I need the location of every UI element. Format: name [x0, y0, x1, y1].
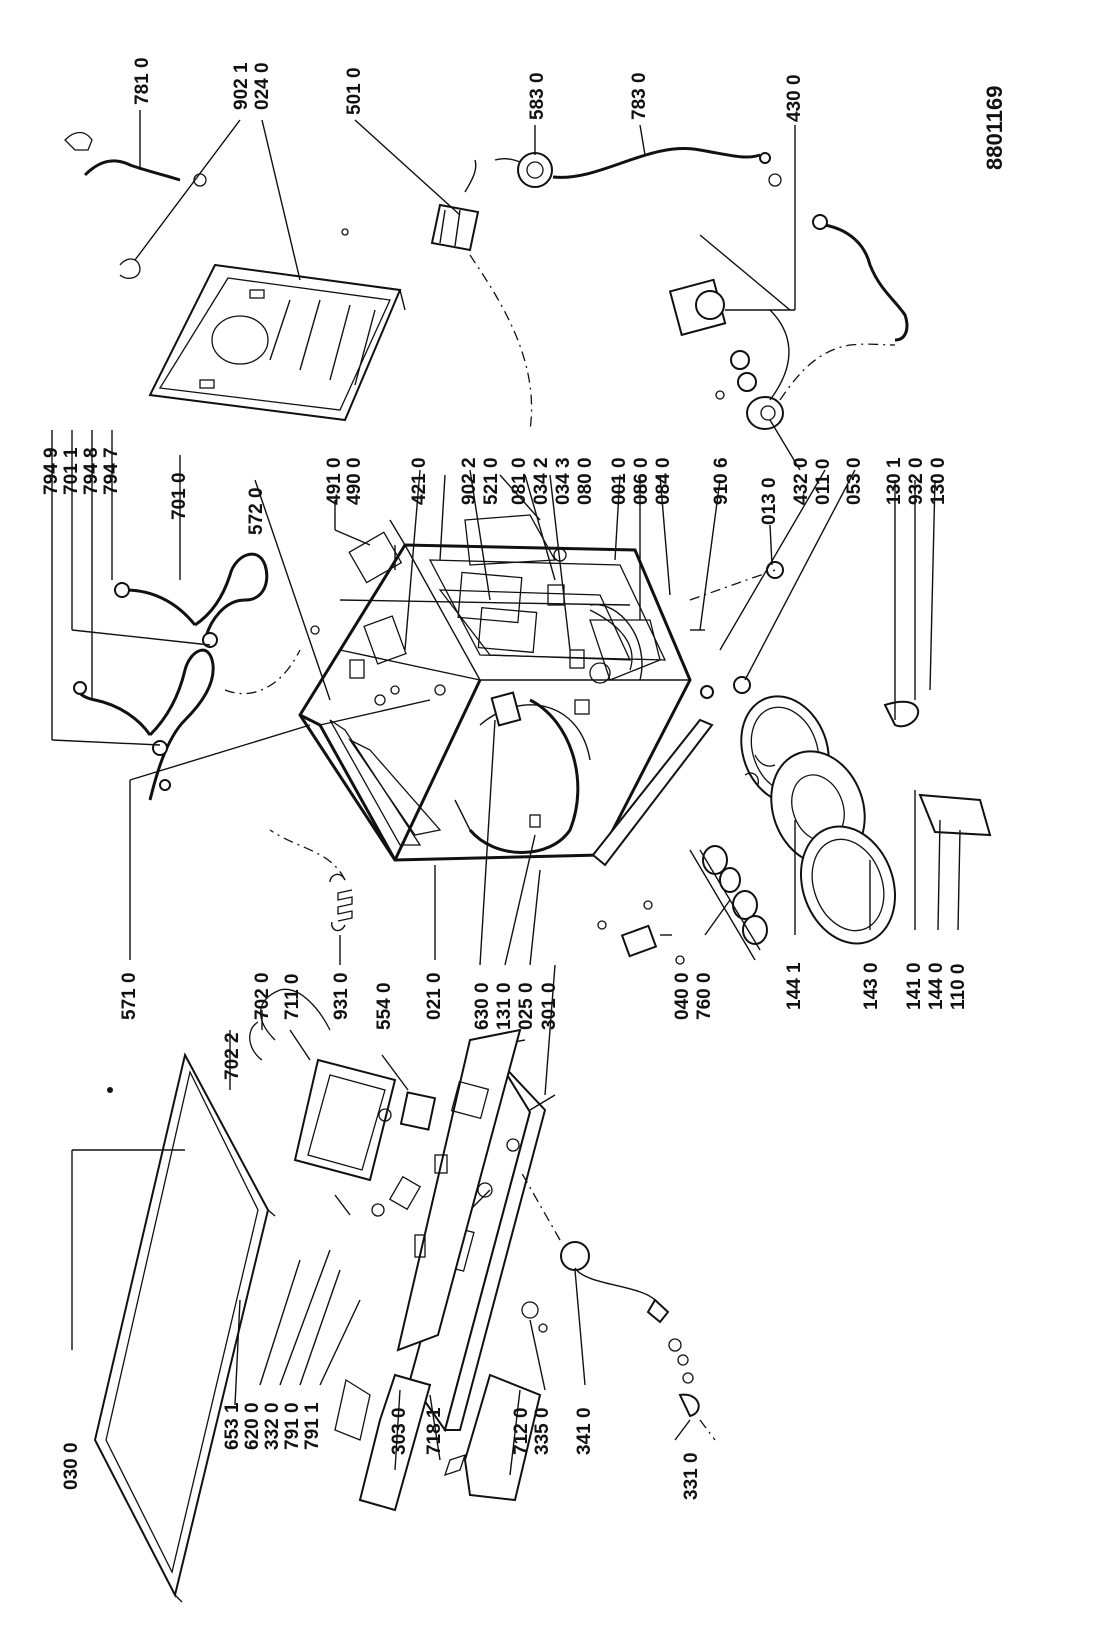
part-label: 932 0 — [906, 457, 927, 505]
part-label: 131 0 — [494, 982, 515, 1030]
part-label: 141 0 — [904, 962, 925, 1010]
part-label: 030 0 — [61, 1442, 82, 1490]
part-label: 702 0 — [252, 972, 273, 1020]
part-label: 025 0 — [516, 982, 537, 1030]
part-label: 712 0 — [511, 1407, 532, 1455]
suspension-spring — [269, 829, 353, 932]
part-label: 701 0 — [169, 472, 190, 520]
part-label: 144 1 — [784, 962, 805, 1010]
part-label: 332 0 — [262, 1402, 283, 1450]
cabinet-frame — [298, 514, 714, 867]
door-assembly — [740, 695, 992, 945]
part-label: 084 0 — [653, 457, 674, 505]
part-label: 421 0 — [409, 457, 430, 505]
part-label: 024 0 — [252, 62, 273, 110]
part-label: 080 0 — [575, 457, 596, 505]
part-label: 791 1 — [302, 1402, 323, 1450]
part-label: 331 0 — [681, 1452, 702, 1500]
part-label: 143 0 — [861, 962, 882, 1010]
part-label: 501 0 — [344, 67, 365, 115]
part-label: 701 1 — [61, 447, 82, 495]
part-labels: 030 0 653 1 620 0 332 0 791 0 791 1 303 … — [41, 57, 1007, 1500]
part-label: 760 0 — [694, 972, 715, 1020]
part-label: 034 3 — [553, 457, 574, 505]
part-label: 571 0 — [119, 972, 140, 1020]
part-label: 554 0 — [374, 982, 395, 1030]
pressure-switch — [494, 147, 782, 188]
part-label: 081 0 — [509, 457, 530, 505]
part-label: 620 0 — [242, 1402, 263, 1450]
part-label: 791 0 — [282, 1402, 303, 1450]
part-label: 794 8 — [81, 447, 102, 495]
part-label: 301 0 — [539, 982, 560, 1030]
part-label: 910 6 — [711, 457, 732, 505]
motor-area — [589, 561, 784, 699]
filter-block — [430, 159, 533, 431]
detergent-drawer — [334, 1301, 548, 1512]
part-label: 572 0 — [246, 487, 267, 535]
part-label: 130 1 — [884, 457, 905, 505]
part-label: 335 0 — [532, 1407, 553, 1455]
part-label: 001 0 — [609, 457, 630, 505]
drain-pump — [668, 214, 909, 430]
part-label: 011 0 — [813, 459, 834, 506]
part-label: 902 1 — [231, 62, 252, 110]
part-label: 341 0 — [574, 1407, 595, 1455]
part-label: 702 2 — [222, 1032, 243, 1080]
line-art — [64, 131, 992, 1603]
part-label: 718 1 — [424, 1407, 445, 1455]
inlet-hoses — [73, 552, 320, 801]
part-label: 711 0 — [282, 974, 303, 1021]
part-label: 794 9 — [41, 447, 62, 495]
control-panel — [396, 1028, 547, 1433]
part-label: 432 0 — [791, 457, 812, 505]
dispenser-assembly — [249, 988, 437, 1217]
part-label: 653 1 — [222, 1402, 243, 1450]
part-label: 130 0 — [928, 457, 949, 505]
part-label: 902 2 — [459, 457, 480, 505]
top-panel — [93, 1052, 276, 1603]
part-label: 303 0 — [389, 1407, 410, 1455]
part-label: 931 0 — [331, 972, 352, 1020]
rear-panel — [148, 263, 406, 422]
part-label: 086 0 — [631, 457, 652, 505]
part-label: 144 0 — [926, 962, 947, 1010]
hinge-parts — [597, 772, 768, 965]
part-label: 053 0 — [844, 457, 865, 505]
part-label: 430 0 — [784, 74, 805, 122]
part-label: 034 2 — [531, 457, 552, 505]
part-label: 040 0 — [672, 972, 693, 1020]
part-label: 110 0 — [948, 964, 969, 1011]
part-label: 521 0 — [481, 457, 502, 505]
leader-lines — [51, 110, 961, 1476]
part-label: 013 0 — [759, 477, 780, 525]
part-label: 491 0 — [324, 457, 345, 505]
drawing-number: 8801169 — [982, 86, 1007, 170]
selector-knob — [519, 1169, 716, 1441]
part-label: 783 0 — [629, 72, 650, 120]
part-label: 490 0 — [344, 457, 365, 505]
part-label: 781 0 — [132, 57, 153, 105]
part-label: 630 0 — [472, 982, 493, 1030]
part-label: 021 0 — [424, 972, 445, 1020]
hose-top-right — [64, 131, 349, 279]
part-label: 794 7 — [101, 447, 122, 495]
part-label: 583 0 — [527, 72, 548, 120]
